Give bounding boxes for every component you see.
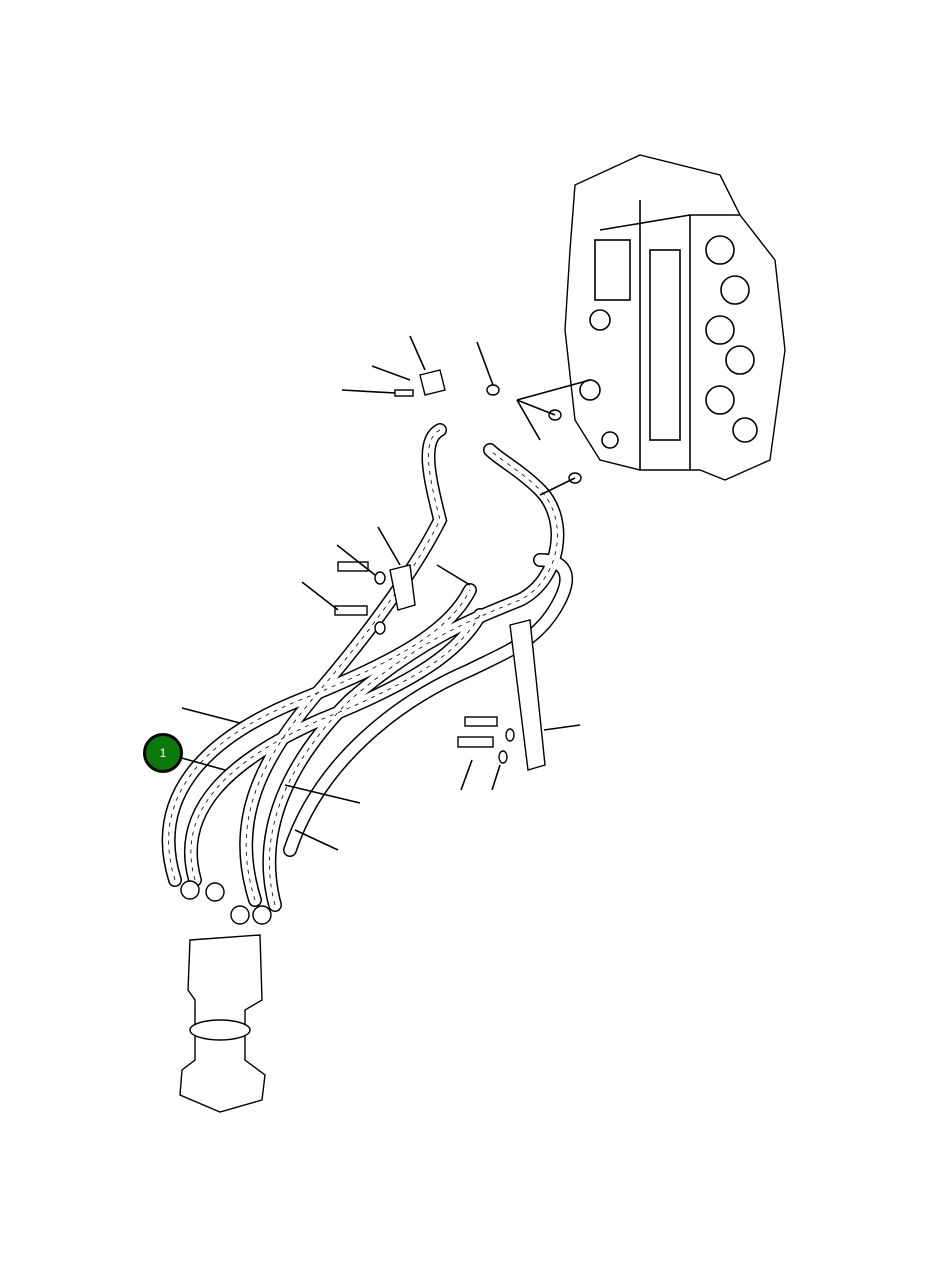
control-valve: [564, 154, 786, 481]
callout-1[interactable]: 1: [143, 733, 183, 773]
bracket: [509, 619, 546, 771]
leader-lines: [177, 335, 591, 851]
travel-motor: [179, 880, 272, 1113]
